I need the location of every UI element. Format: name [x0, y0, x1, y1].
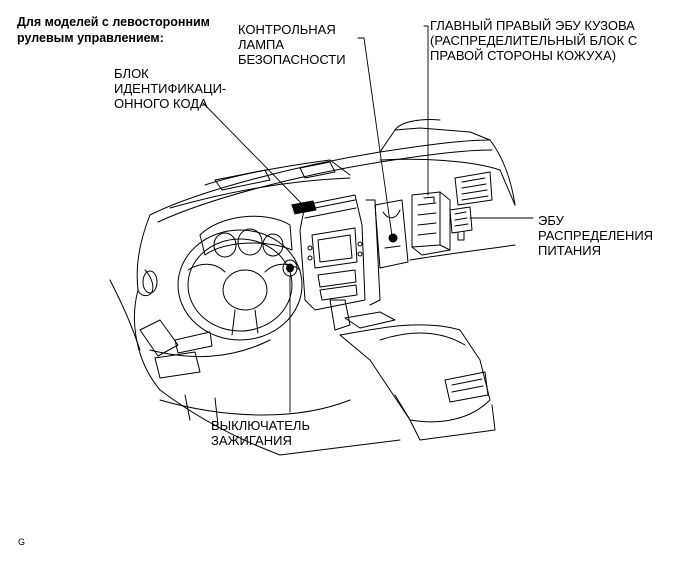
- windshield-outline: [149, 119, 516, 223]
- id-code-box-part: [290, 200, 317, 215]
- label-power-distribution-ecu: ЭБУ РАСПРЕДЕЛЕНИЯ ПИТАНИЯ: [538, 213, 654, 258]
- instrument-cluster: [199, 215, 293, 258]
- label-security-lamp: КОНТРОЛЬНАЯ ЛАМПА БЕЗОПАСНОСТИ: [238, 22, 346, 67]
- floor-line: [279, 439, 401, 456]
- passenger-dash: [379, 158, 516, 261]
- label-id-code-box: БЛОК ИДЕНТИФИКАЦИ- ОННОГО КОДА: [114, 66, 227, 111]
- main-body-ecu-part: [411, 191, 451, 256]
- leader-security-lamp: [357, 37, 393, 237]
- steering-wheel: [177, 229, 303, 341]
- label-ignition-switch: ВЫКЛЮЧАТЕЛЬ ЗАЖИГАНИЯ: [211, 418, 310, 448]
- security-lamp-part: [374, 199, 409, 269]
- leader-lines: [202, 25, 534, 413]
- lower-dash: [149, 331, 351, 426]
- ignition-switch-part: [282, 259, 298, 277]
- power-ecu-part: [449, 206, 473, 241]
- dashboard-top: [136, 159, 351, 291]
- center-console: [329, 299, 496, 441]
- left-door: [109, 269, 281, 456]
- leader-id-code-box: [202, 102, 303, 205]
- leader-main-body-ecu: [423, 25, 429, 196]
- center-stack: [299, 194, 381, 311]
- diagram-heading: Для моделей с левосторонним рулевым упра…: [17, 15, 210, 45]
- label-main-body-ecu: ГЛАВНЫЙ ПРАВЫЙ ЭБУ КУЗОВА (РАСПРЕДЕЛИТЕЛ…: [430, 18, 638, 63]
- figure-id: G: [18, 537, 26, 547]
